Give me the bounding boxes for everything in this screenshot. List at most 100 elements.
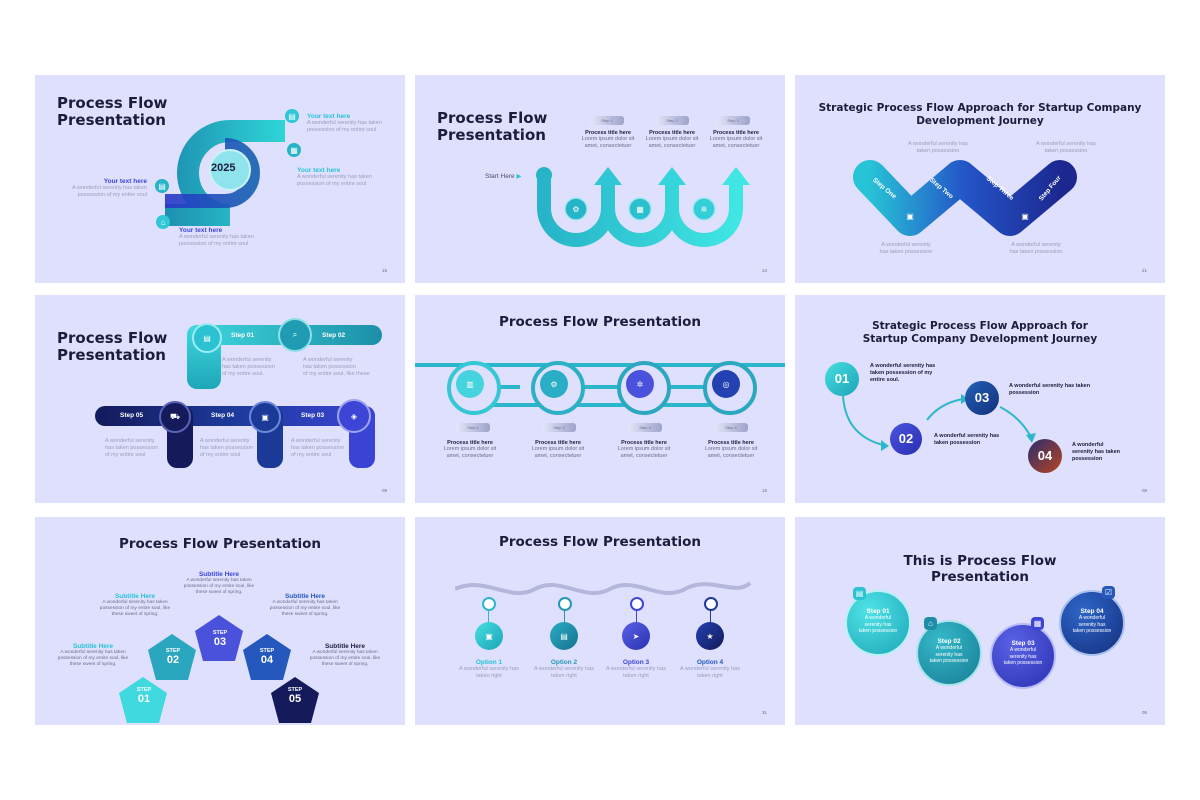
step-circle <box>990 623 1056 689</box>
slide-9[interactable]: This is Process Flow Presentation ▤ ⌂ ▦ … <box>795 517 1165 725</box>
step-number: 04 <box>1028 439 1062 473</box>
step-label: Step 05 <box>120 412 144 419</box>
document-icon: ▤ <box>853 587 866 600</box>
step-text: Process title here Lorem ipsum dolor sit… <box>617 440 671 459</box>
step-text: Process title here Lorem ipsum dolor sit… <box>581 130 635 149</box>
step-chip: Step 1 <box>456 423 490 432</box>
slide-5[interactable]: Process Flow Presentation ▥ ⚙ ✲ ◎ Step 1… <box>415 295 785 503</box>
step-text: Process title here Lorem ipsum dolor sit… <box>531 440 585 459</box>
calendar-icon: ▣ <box>475 622 503 650</box>
track-line <box>475 403 725 407</box>
chart-icon: ▥ <box>456 370 484 398</box>
slide-6[interactable]: Strategic Process Flow Approach for Star… <box>795 295 1165 503</box>
pin-line <box>488 611 489 623</box>
pentagon-arc <box>119 615 319 723</box>
process-icon: ⚙ <box>540 370 568 398</box>
slide-title: Strategic Process Flow Approach for Star… <box>818 102 1142 127</box>
calendar-icon: ▦ <box>287 143 301 157</box>
checklist-icon: ☑ <box>1102 586 1115 599</box>
process-icon: ⚙ <box>572 204 580 214</box>
page-number: 16 <box>761 488 767 493</box>
step-number: 02 <box>890 423 922 455</box>
wave-arrows-graphic <box>536 167 750 247</box>
step-text: Process title here Lorem ipsum dolor sit… <box>709 130 763 149</box>
step-chip: Step 2 <box>542 423 576 432</box>
network-icon: ✲ <box>700 204 708 214</box>
step-label: Step 04 <box>211 412 235 419</box>
slide-title: Process Flow Presentation <box>498 534 702 550</box>
pin <box>482 597 496 611</box>
text-block: Your text here A wonderful serenity has … <box>179 227 254 247</box>
gear-icon: ✲ <box>626 370 654 398</box>
step-number: 03 <box>965 381 999 415</box>
start-label: Start Here ▶ <box>485 173 522 180</box>
step-text: Process title here Lorem ipsum dolor sit… <box>443 440 497 459</box>
pin <box>558 597 572 611</box>
page-number: 08 <box>1141 488 1147 493</box>
badge-icon: ★ <box>696 622 724 650</box>
step-label: Step 02 <box>322 332 346 339</box>
home-icon: ⌂ <box>924 617 937 630</box>
slide-title: Process Flow Presentation <box>437 109 548 144</box>
step-chip: Step 3 <box>628 423 662 432</box>
text-block: Your text here A wonderful serenity has … <box>72 178 147 198</box>
presentation-icon: ▤ <box>550 622 578 650</box>
step-text: Process title here Lorem ipsum dolor sit… <box>645 130 699 149</box>
slide-2[interactable]: Process Flow Presentation Start Here ▶ ⚙… <box>415 75 785 283</box>
year-label: 2025 <box>211 162 236 174</box>
page-number: 31 <box>761 710 767 715</box>
step-chip: Step 2 <box>655 116 689 125</box>
slide-8[interactable]: Process Flow Presentation ▣ ▤ ➤ ★ Option… <box>415 517 785 725</box>
step-label: Step 01 <box>231 332 255 339</box>
pin <box>630 597 644 611</box>
slide-4[interactable]: Process Flow Presentation ▤ ⌕ Step 01 St… <box>35 295 405 503</box>
slide-title: Process Flow Presentation <box>118 536 322 552</box>
step-number: 01 <box>825 362 859 396</box>
track-line <box>415 363 785 367</box>
step-circle <box>916 620 982 686</box>
slide-title: Strategic Process Flow Approach for Star… <box>862 320 1098 345</box>
step-chip: Step 1 <box>590 116 624 125</box>
file-icon: ▤ <box>155 179 169 193</box>
page-number: 09 <box>381 488 387 493</box>
slide-title: Process Flow Presentation <box>57 329 168 364</box>
zigzag-graphic <box>853 160 1077 236</box>
bag-icon: ▣ <box>249 401 281 433</box>
page-number: 24 <box>761 268 767 273</box>
text-block: Your text here A wonderful serenity has … <box>297 167 372 187</box>
store-icon: ▤ <box>192 323 222 353</box>
step-chip: Step 4 <box>714 423 748 432</box>
chart-icon: ▦ <box>636 204 644 214</box>
document-icon: ▤ <box>285 109 299 123</box>
slide-3[interactable]: Strategic Process Flow Approach for Star… <box>795 75 1165 283</box>
slide-1[interactable]: Process Flow Presentation 2025 ▤ ▦ ▤ ⌂ Y… <box>35 75 405 283</box>
page-number: 15 <box>381 268 387 273</box>
